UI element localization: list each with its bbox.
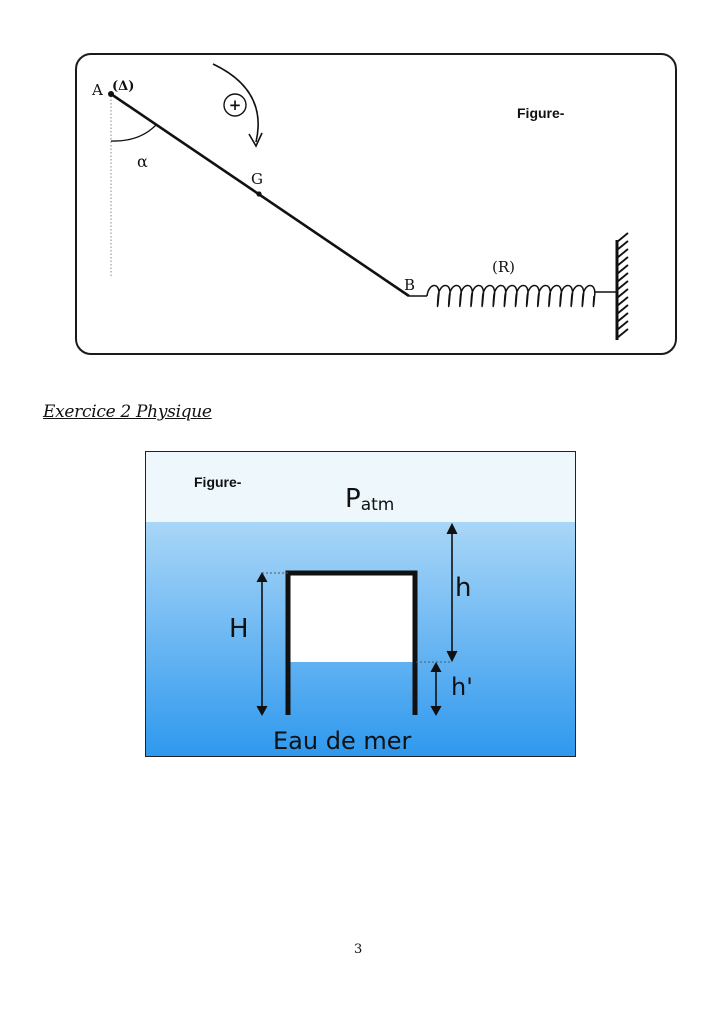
label-spring-r: (R) xyxy=(492,258,515,276)
label-angle-alpha: α xyxy=(137,152,148,171)
atmosphere-region xyxy=(146,452,575,522)
wall-hatching xyxy=(616,232,629,339)
H-arrow-bottom xyxy=(256,705,268,717)
wall-hatch-line xyxy=(616,256,629,267)
wall-hatch-line xyxy=(616,312,629,323)
water-label: Eau de mer xyxy=(273,727,411,755)
label-point-g: G xyxy=(251,170,263,188)
label-point-a: A xyxy=(91,81,103,99)
label-point-b: B xyxy=(404,276,415,294)
wall-hatch-line xyxy=(616,248,629,259)
wall-hatch-line xyxy=(616,320,629,331)
rotation-arrowhead xyxy=(248,132,263,148)
pivot-a xyxy=(108,91,114,97)
wall-hatch-line xyxy=(616,296,629,307)
h-arrow-bottom xyxy=(446,650,458,663)
h-prime-arrow-top xyxy=(430,661,442,673)
positive-sense-circle xyxy=(223,93,247,117)
wall-hatch-line xyxy=(616,288,629,299)
pendulum-diagram: + A (Δ) α G B (R) xyxy=(91,63,629,340)
wall-hatch-line xyxy=(616,240,629,251)
figure1-caption: Figure- xyxy=(517,105,565,121)
label-H: H xyxy=(229,614,249,644)
figure2-frame: Patm h H h' Eau de mer Figure- xyxy=(145,451,576,757)
center-of-mass-g xyxy=(256,191,262,197)
figure2-caption: Figure- xyxy=(194,474,242,490)
figure1-frame xyxy=(75,53,677,355)
diving-bell xyxy=(285,570,418,715)
wall-hatch-line xyxy=(616,272,629,283)
pressure-label: Patm xyxy=(345,484,394,515)
air-pocket xyxy=(288,573,415,662)
label-h: h xyxy=(455,573,471,603)
h-arrow-top xyxy=(446,522,458,535)
page-number: 3 xyxy=(354,942,363,957)
label-axis-delta: (Δ) xyxy=(112,79,134,94)
wall-hatch-line xyxy=(616,280,629,291)
wall-hatch-line xyxy=(616,328,629,339)
section-heading: Exercice 2 Physique xyxy=(43,402,212,422)
angle-arc xyxy=(110,123,158,142)
h-prime-arrow-bottom xyxy=(430,705,442,717)
diving-bell-diagram: Patm h H h' Eau de mer xyxy=(146,452,575,756)
wall-hatch-line xyxy=(616,264,629,275)
rotation-arrow xyxy=(212,63,259,143)
wall-hatch-line xyxy=(616,304,629,315)
label-h-prime: h' xyxy=(451,673,473,701)
positive-sign-label: + xyxy=(229,96,242,114)
spring-r xyxy=(426,284,596,308)
wall-hatch-line xyxy=(616,232,629,243)
